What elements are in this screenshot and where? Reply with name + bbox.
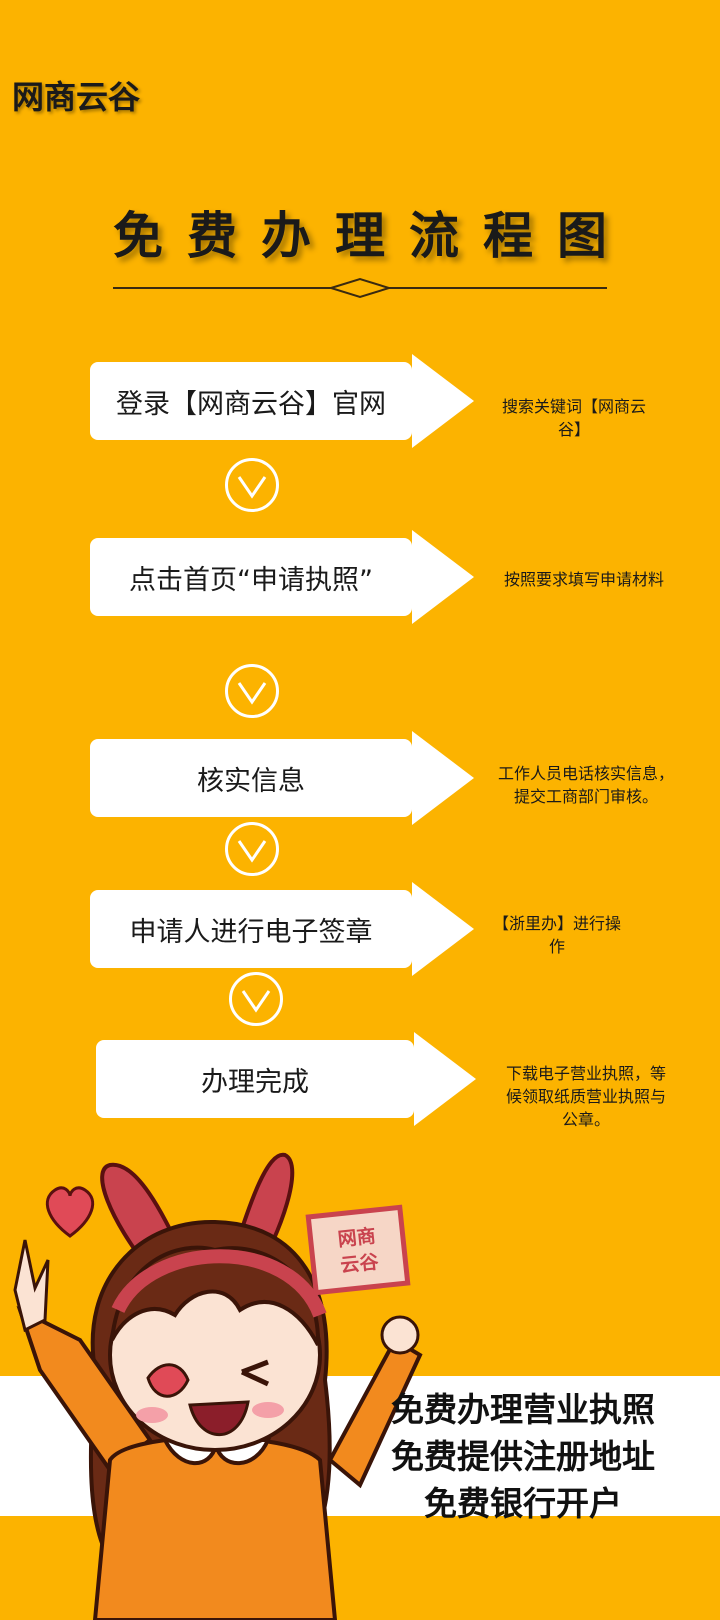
sign-text-line: 云谷 [339, 1251, 380, 1277]
chevron-down-circle-icon [225, 822, 279, 876]
step-4-box: 申请人进行电子签章 [90, 890, 412, 968]
step-1-note: 搜索关键词【网商云 谷】 [474, 395, 674, 441]
mascot-girl-illustration: 网商 云谷 [13, 1152, 423, 1620]
step-4-arrow [412, 882, 474, 976]
step-5-note-line: 下载电子营业执照，等 [505, 1064, 666, 1083]
step-5-label: 办理完成 [201, 1066, 309, 1098]
step-1-note-line: 谷】 [557, 420, 590, 439]
step-1-label: 登录【网商云谷】官网 [116, 388, 386, 420]
promo-line-2: 免费提供注册地址 [391, 1437, 655, 1476]
step-3-arrow [412, 731, 474, 825]
step-5-note: 下载电子营业执照，等 候领取纸质营业执照与 公章。 [486, 1062, 686, 1131]
chevron-down-circle-icon [225, 458, 279, 512]
step-5-arrow [414, 1032, 476, 1126]
step-4-label: 申请人进行电子签章 [129, 916, 373, 948]
step-4-note-line: 作 [548, 937, 565, 956]
step-3-note: 工作人员电话核实信息， 提交工商部门审核。 [472, 762, 700, 808]
step-1-arrow [412, 354, 474, 448]
step-1-box: 登录【网商云谷】官网 [90, 362, 412, 440]
step-2-box: 点击首页“申请执照” [90, 538, 412, 616]
step-3-note-line: 工作人员电话核实信息， [497, 764, 674, 783]
step-5-box: 办理完成 [96, 1040, 414, 1118]
step-3-note-line: 提交工商部门审核。 [513, 787, 658, 806]
chevron-down-circle-icon [225, 664, 279, 718]
step-4-note: 【浙里办】进行操 作 [472, 912, 642, 958]
brand-logo: 网商云谷 [12, 78, 141, 116]
page-title: 免费办理流程图 [113, 206, 631, 265]
step-5-note-line: 候领取纸质营业执照与 [505, 1087, 666, 1106]
step-3-label: 核实信息 [197, 765, 305, 797]
step-2-label: 点击首页“申请执照” [129, 564, 373, 596]
step-4-note-line: 【浙里办】进行操 [492, 914, 621, 933]
step-3-box: 核实信息 [90, 739, 412, 817]
step-2-arrow [412, 530, 474, 624]
promo-line-3: 免费银行开户 [424, 1484, 622, 1523]
chevron-down-circle-icon [229, 972, 283, 1026]
sign-text-line: 网商 [337, 1224, 377, 1251]
heart-icon [45, 1186, 95, 1238]
step-2-note-line: 按照要求填写申请材料 [503, 570, 664, 589]
promo-line-1: 免费办理营业执照 [391, 1390, 655, 1429]
step-1-note-line: 搜索关键词【网商云 [501, 397, 646, 416]
step-5-note-line: 公章。 [561, 1110, 610, 1129]
step-2-note: 按照要求填写申请材料 [472, 568, 696, 591]
title-divider [113, 277, 607, 299]
